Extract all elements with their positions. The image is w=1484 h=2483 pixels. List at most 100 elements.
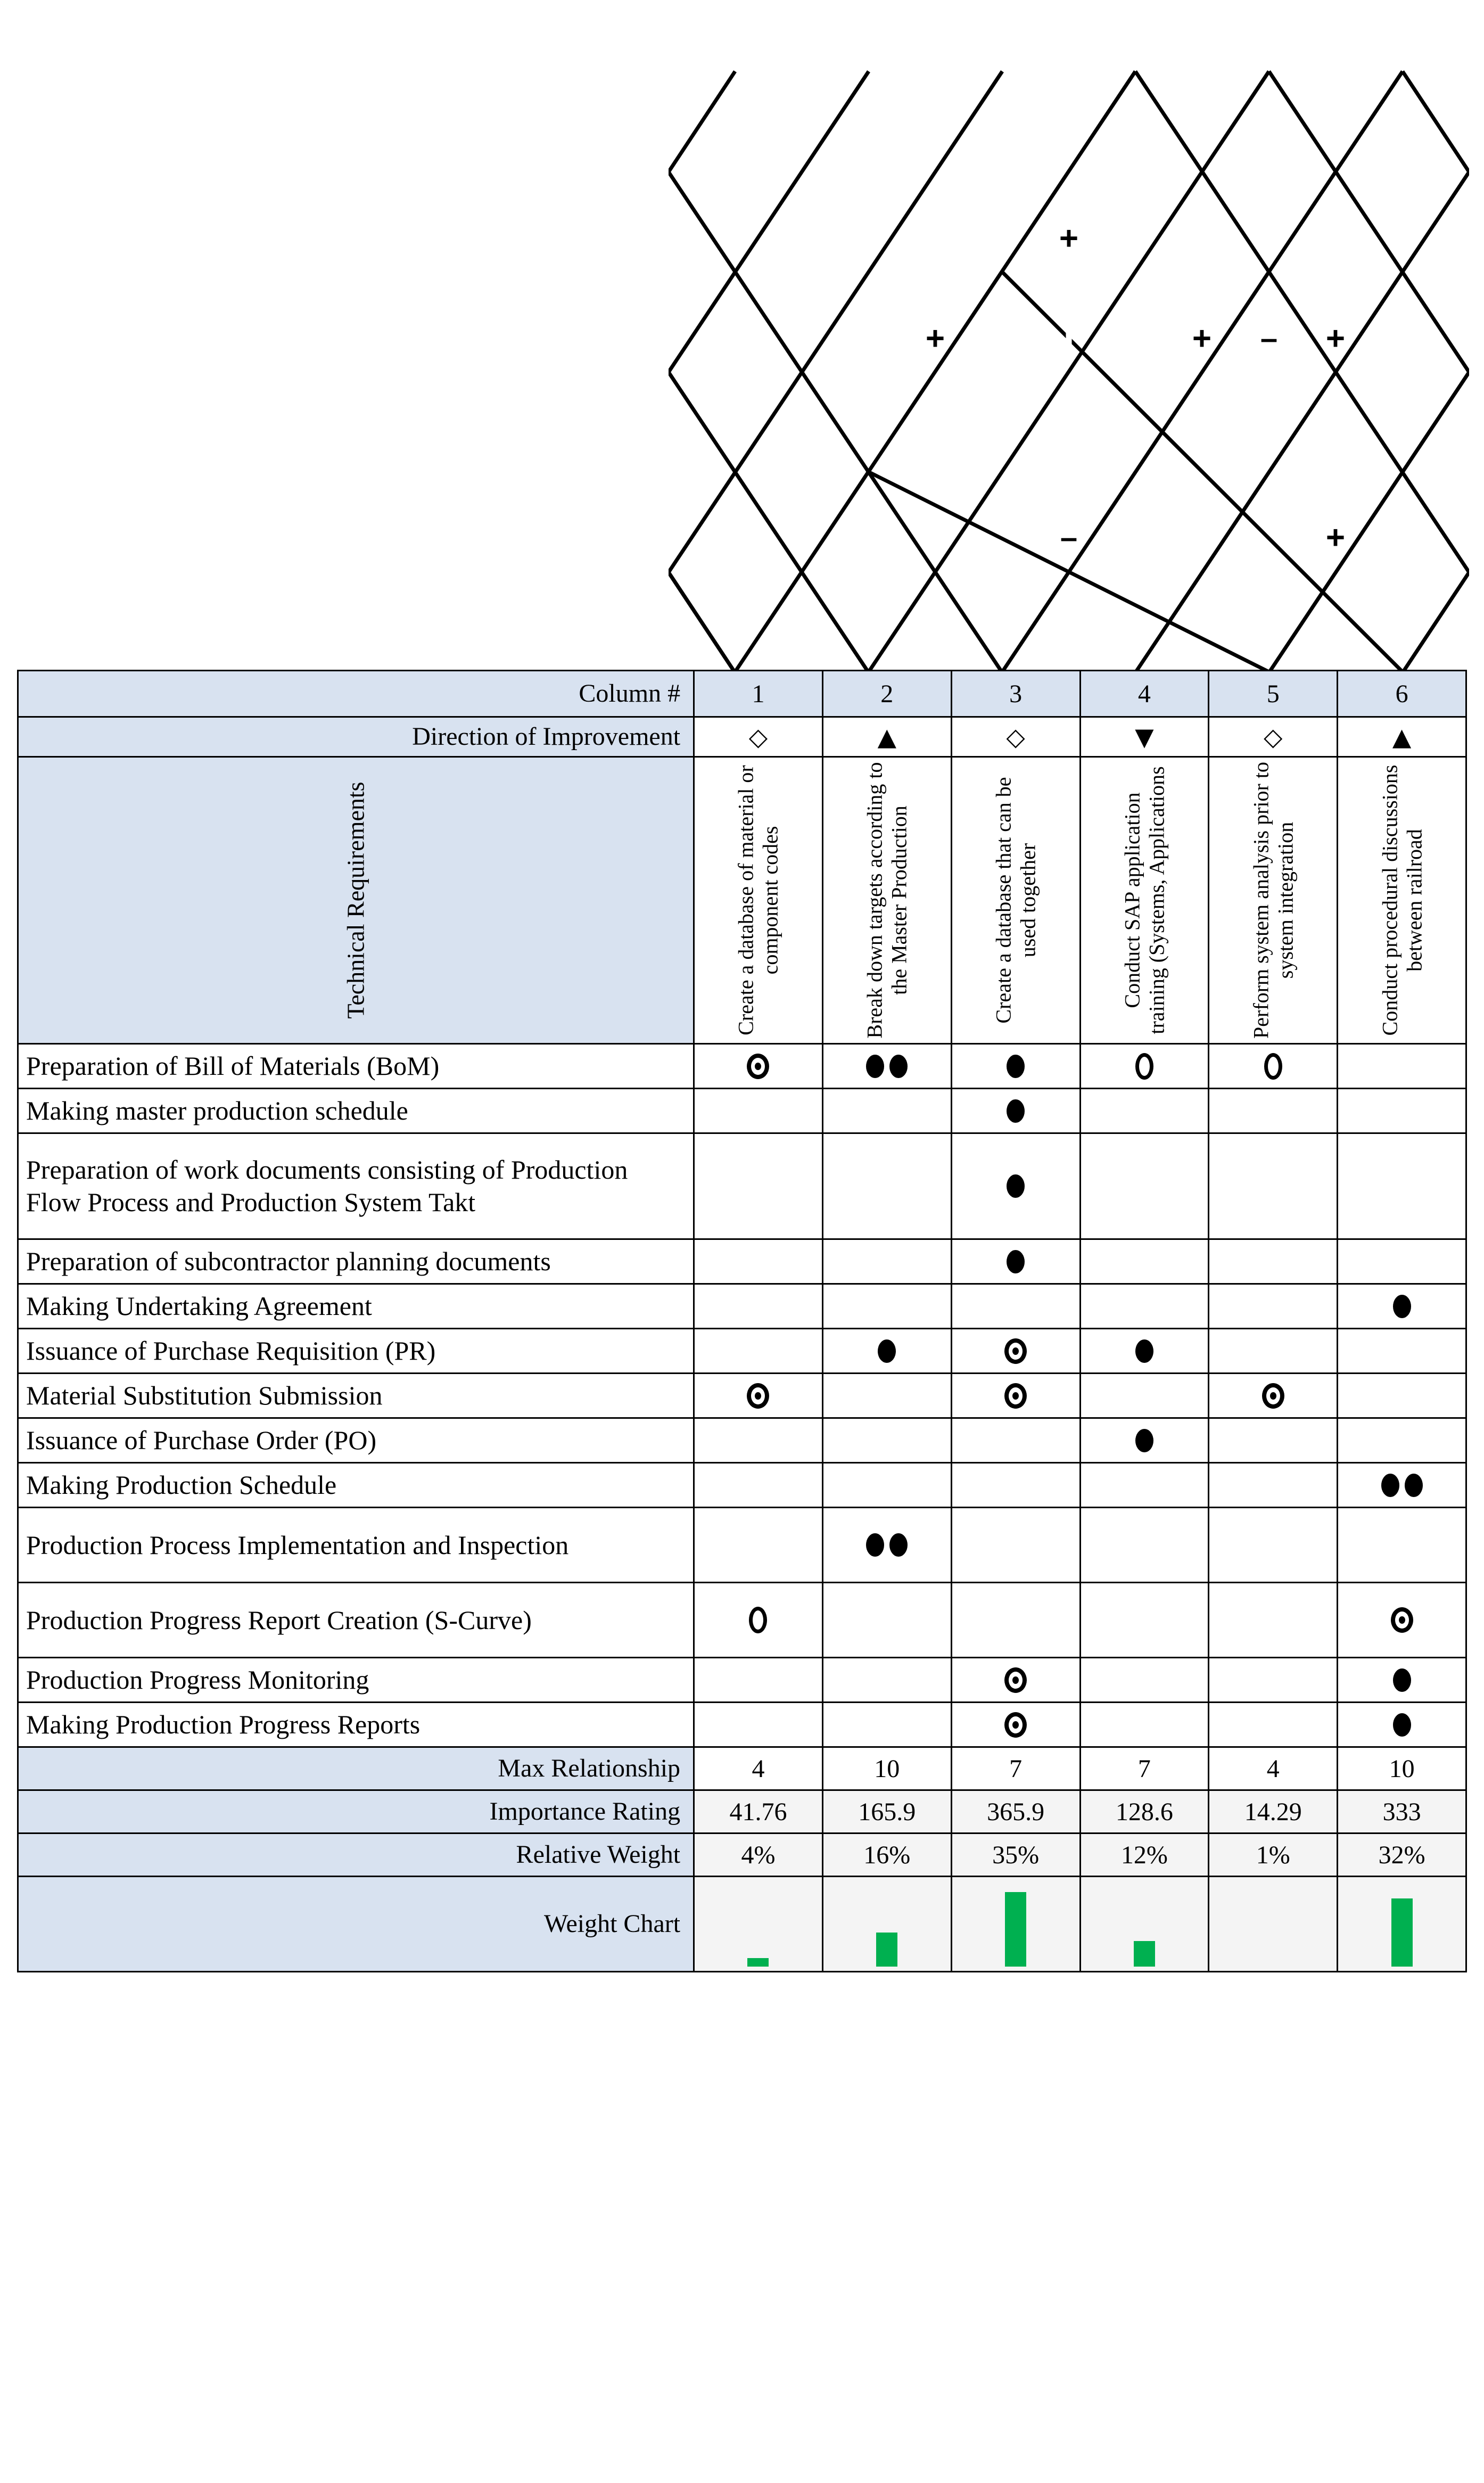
relative-weight-2: 16%: [821, 1832, 952, 1877]
relationship-strong-icon: [866, 1054, 885, 1078]
relationship-strong-icon: [1007, 1054, 1025, 1078]
importance-rating-label: Importance Rating: [17, 1789, 695, 1834]
relationship-bullseye-icon: [1004, 1383, 1027, 1409]
relative-weight-6: 32%: [1337, 1832, 1467, 1877]
relationship-cell-r2-c3: [950, 1088, 1081, 1134]
max-relationship-3: 7: [950, 1746, 1081, 1791]
relationship-cell-r2-c2: [821, 1088, 952, 1134]
relationship-strong-icon: [1007, 1099, 1025, 1123]
relationship-cell-r6-c1: [693, 1328, 823, 1374]
process-row-label: Issuance of Purchase Requisition (PR): [17, 1328, 695, 1374]
table-row: Production Process Implementation and In…: [17, 1507, 1467, 1583]
process-row-label: Material Substitution Submission: [17, 1372, 695, 1419]
relationship-strong-icon: [889, 1054, 908, 1078]
relationship-cell-r4-c6: [1337, 1238, 1467, 1285]
column-number-3: 3: [950, 670, 1081, 718]
weight-bar-1: [747, 1958, 769, 1967]
relationship-cell-r11-c2: [821, 1582, 952, 1658]
weight-chart-bar-cell-6: [1337, 1876, 1467, 1972]
relationship-strong-icon: [889, 1533, 908, 1557]
relationship-cell-r8-c3: [950, 1417, 1081, 1464]
direction-of-improvement-label: Direction of Improvement: [17, 716, 695, 758]
relationship-cell-r12-c2: [821, 1657, 952, 1703]
column-number-5: 5: [1208, 670, 1339, 718]
relative-weight-5: 1%: [1208, 1832, 1339, 1877]
relationship-cell-r8-c2: [821, 1417, 952, 1464]
weight-chart-bar-cell-2: [821, 1876, 952, 1972]
relationship-cell-r6-c2: [821, 1328, 952, 1374]
weight-bar-2: [876, 1933, 898, 1967]
relationship-cell-r7-c4: [1079, 1372, 1210, 1419]
relationship-cell-r10-c4: [1079, 1507, 1210, 1583]
weight-bar-6: [1391, 1898, 1413, 1967]
relationship-bullseye-icon: [1390, 1607, 1413, 1633]
tech-req-label-6: Conduct procedural discussions between r…: [1377, 764, 1426, 1036]
tech-req-header-5: Perform system analysis prior to system …: [1208, 756, 1339, 1045]
max-relationship-6: 10: [1337, 1746, 1467, 1791]
relationship-cell-r1-c1: [693, 1043, 823, 1089]
table-row: Production Progress Monitoring: [17, 1657, 1467, 1703]
relationship-cell-r2-c5: [1208, 1088, 1339, 1134]
relationship-strong-icon: [1135, 1428, 1153, 1452]
roof-correlation-5-6: +: [1326, 320, 1345, 357]
relationship-cell-r8-c1: [693, 1417, 823, 1464]
relationship-strong-icon: [878, 1339, 896, 1363]
relationship-bullseye-icon: [1004, 1338, 1027, 1364]
direction-icon-5: ◇: [1208, 716, 1339, 758]
relationship-strong-icon: [866, 1533, 885, 1557]
relationship-cell-r8-c5: [1208, 1417, 1339, 1464]
relationship-cell-r11-c6: [1337, 1582, 1467, 1658]
weight-chart-bar-cell-1: [693, 1876, 823, 1972]
relationship-cell-r10-c6: [1337, 1507, 1467, 1583]
relationship-cell-r11-c4: [1079, 1582, 1210, 1658]
relationship-cell-r2-c6: [1337, 1088, 1467, 1134]
relationship-cell-r1-c2: [821, 1043, 952, 1089]
process-row-label: Making Production Progress Reports: [17, 1701, 695, 1748]
process-row-label: Preparation of subcontractor planning do…: [17, 1238, 695, 1285]
relationship-cell-r10-c2: [821, 1507, 952, 1583]
direction-icon-6: ▲: [1337, 716, 1467, 758]
importance-rating-1: 41.76: [693, 1789, 823, 1834]
relationship-cell-r5-c1: [693, 1283, 823, 1329]
process-row-label: Production Progress Report Creation (S-C…: [17, 1582, 695, 1658]
relationship-cell-r9-c5: [1208, 1462, 1339, 1508]
relationship-cell-r3-c2: [821, 1132, 952, 1240]
roof-correlation-3-6: +: [1326, 520, 1345, 556]
relationship-cell-r7-c3: [950, 1372, 1081, 1419]
tech-req-header-2: Break down targets according to the Mast…: [821, 756, 952, 1045]
tech-req-header-1: Create a database of material or compone…: [693, 756, 823, 1045]
relationship-strong-icon: [1007, 1249, 1025, 1273]
relationship-medium-icon: [1135, 1053, 1153, 1080]
table-row: Preparation of subcontractor planning do…: [17, 1238, 1467, 1285]
relationship-strong-icon: [1392, 1668, 1411, 1692]
relative-weight-1: 4%: [693, 1832, 823, 1877]
table-row: Making master production schedule: [17, 1088, 1467, 1134]
row-importance-rating: Importance Rating 41.76 165.9 365.9 128.…: [17, 1789, 1467, 1834]
relationship-cell-r6-c5: [1208, 1328, 1339, 1374]
tech-req-label-3: Create a database that can be used toget…: [991, 777, 1040, 1024]
relationship-cell-r4-c5: [1208, 1238, 1339, 1285]
importance-rating-5: 14.29: [1208, 1789, 1339, 1834]
relationship-cell-r12-c6: [1337, 1657, 1467, 1703]
process-row-label: Production Progress Monitoring: [17, 1657, 695, 1703]
process-row-label: Making Undertaking Agreement: [17, 1283, 695, 1329]
relationship-cell-r5-c3: [950, 1283, 1081, 1329]
table-row: Preparation of work documents consisting…: [17, 1132, 1467, 1240]
relationship-cell-r7-c1: [693, 1372, 823, 1419]
row-column-number: Column # 1 2 3 4 5 6: [17, 670, 1467, 718]
relationship-cell-r3-c6: [1337, 1132, 1467, 1240]
relationship-cell-r5-c4: [1079, 1283, 1210, 1329]
row-technical-requirements-header: Technical Requirements Create a database…: [17, 756, 1467, 1045]
row-relative-weight: Relative Weight 4% 16% 35% 12% 1% 32%: [17, 1832, 1467, 1877]
table-row: Production Progress Report Creation (S-C…: [17, 1582, 1467, 1658]
relationship-cell-r13-c2: [821, 1701, 952, 1748]
weight-chart-bar-cell-3: [950, 1876, 1081, 1972]
roof-svg: + + + + – – +: [669, 70, 1469, 672]
relationship-medium-icon: [1264, 1053, 1282, 1080]
roof-correlation-2-3: +: [926, 320, 945, 357]
weight-bar-4: [1133, 1941, 1155, 1967]
relationship-cell-r1-c3: [950, 1043, 1081, 1089]
max-relationship-label: Max Relationship: [17, 1746, 695, 1791]
relationship-cell-r1-c4: [1079, 1043, 1210, 1089]
